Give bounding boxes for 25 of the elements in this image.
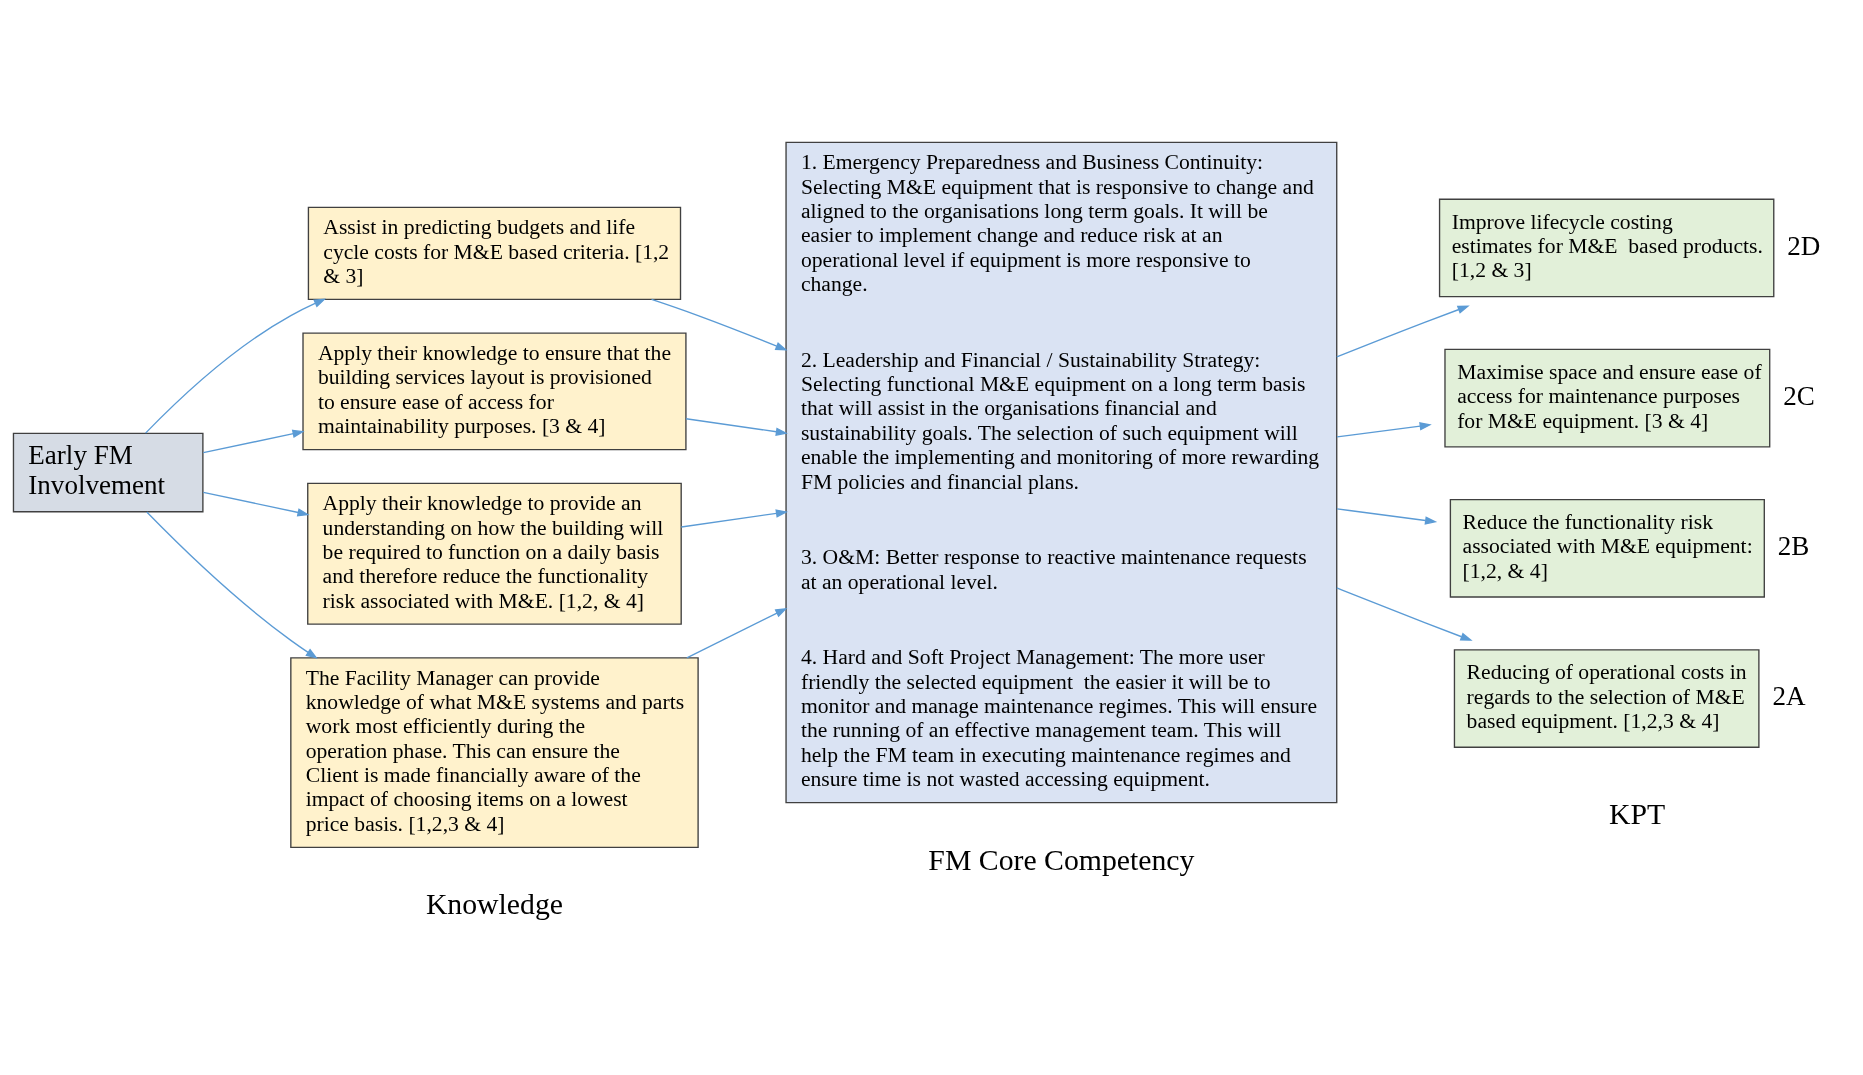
node-box: Apply their knowledge to ensure that the building services layout is provisioned to ensure ease of access for maintainability purposes. [3 & 4]: [302, 332, 687, 451]
arrow: [686, 607, 788, 659]
node-label: 2B: [1777, 531, 1810, 562]
node-label: 2D: [1787, 230, 1821, 261]
arrow: [650, 298, 788, 351]
arrow: [202, 491, 310, 517]
node-box: 1. Emergency Preparedness and Business Continuity: Selecting M&E equipment that is responsive to change and aligned to the organisations long term goals. It will be easier to implement change and reduce risk at an operational level if equipment is more responsive to change. 2. Leadership and Financial / Sustainability Strategy: Selecting functional M&E equipment on a long term basis that will assist in the organisations financial and sustainability goals. The selection of such equipment will enable the implementing and monitoring of more rewarding FM policies and financial plans. 3. O&M: Better response to reactive maintenance requests at an operational level. 4. Hard and Soft Project Management: The more user friendly the selected equipment the easier it will be to monitor and manage maintenance regimes. This will ensure the running of an effective management team. This will help the FM team in executing maintenance regimes and ensure time is not wasted accessing equipment.: [785, 141, 1338, 804]
label: FM Core Competency: [928, 842, 1195, 876]
label: Knowledge: [425, 887, 564, 921]
arrow: [1336, 587, 1473, 641]
node-box: Apply their knowledge to provide an understanding on how the building will be required to function on a daily basis and therefore reduce the functionality risk associated with M&E. [1,2, & 4]: [307, 482, 682, 625]
node-label: 2A: [1772, 681, 1806, 712]
arrow: [680, 509, 789, 528]
arrow: [685, 418, 788, 436]
arrow: [1336, 305, 1470, 358]
node-box: The Facility Manager can provide knowledge of what M&E systems and parts work most efficiently during the operation phase. This can ensure the Client is made financially aware of the impact of choosing items on a lowest price basis. [1,2,3 & 4]: [290, 657, 699, 849]
arrow: [1336, 508, 1438, 525]
node-box: Assist in predicting budgets and life cycle costs for M&E based criteria. [1,2 & 3]: [307, 206, 682, 301]
arrow: [1336, 421, 1432, 438]
label: KPT: [1609, 796, 1666, 830]
arrow: [144, 298, 327, 434]
arrow: [146, 511, 318, 659]
arrow: [202, 429, 305, 454]
node-label: 2C: [1783, 380, 1815, 411]
node-box: Early FM Involvement: [12, 432, 204, 513]
